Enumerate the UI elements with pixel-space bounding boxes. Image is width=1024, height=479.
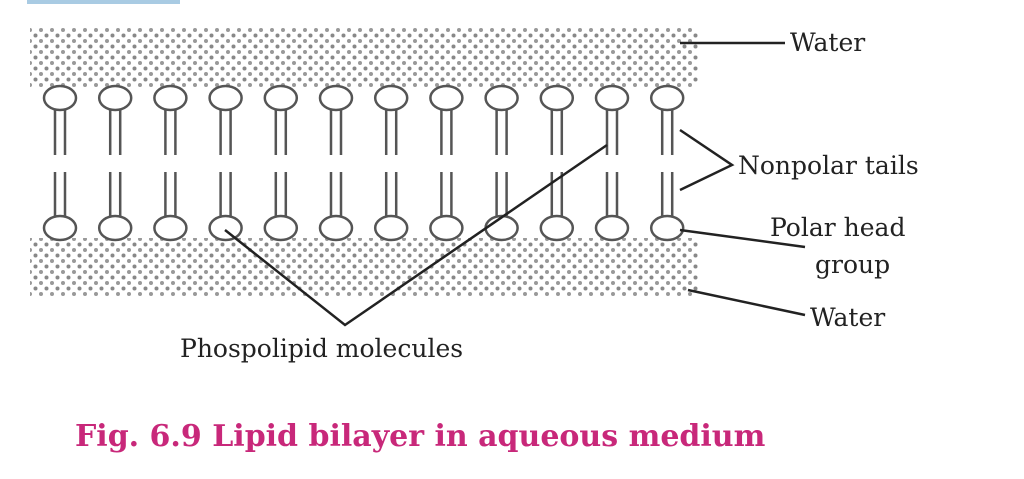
polar-head	[263, 84, 299, 112]
phospholipid-top	[208, 84, 243, 155]
polar-head	[318, 84, 354, 112]
polar-head	[429, 84, 464, 112]
water-bottom-leader	[687, 288, 806, 317]
polar-head	[97, 214, 133, 242]
polar-head	[594, 214, 630, 242]
phospholipid-top	[429, 84, 464, 155]
phospholipid-top	[97, 84, 133, 155]
polar-head	[649, 84, 685, 112]
water-bottom-region	[30, 238, 698, 296]
label-nonpolar-tails: Nonpolar tails	[738, 151, 919, 180]
phospholipid-top	[153, 84, 188, 155]
phospholipid-top	[594, 84, 630, 155]
phospholipid-molecules	[42, 84, 685, 242]
polar-head	[649, 214, 685, 242]
polar-head	[373, 84, 409, 112]
phospholipid-bottom	[484, 172, 519, 242]
polar-head	[484, 214, 519, 242]
polar-head	[97, 84, 133, 112]
label-water-bottom: Water	[810, 303, 885, 332]
phospholipid-bottom	[539, 172, 575, 242]
phospholipid-bottom	[429, 172, 464, 242]
phospholipid-top	[484, 84, 519, 155]
polar-head-leader	[679, 228, 806, 249]
phospholipid-top	[42, 84, 78, 155]
phospholipid-top	[539, 84, 575, 155]
phospholipid-bottom	[649, 172, 685, 242]
polar-head	[153, 214, 188, 242]
phospholipid-top	[263, 84, 299, 155]
phospholipid-bottom	[208, 172, 243, 242]
phospholipid-top	[318, 84, 354, 155]
phospholipid-bottom	[153, 172, 188, 242]
phospholipid-bottom	[373, 172, 409, 242]
phospholipid-top	[373, 84, 409, 155]
nonpolar-tails-bracket	[679, 128, 735, 192]
polar-head	[208, 214, 243, 242]
phospholipid-bottom	[318, 172, 354, 242]
top-bar	[27, 0, 180, 4]
label-polar-head-group: group	[815, 250, 890, 279]
phospholipid-leader	[224, 143, 608, 327]
polar-head	[429, 214, 464, 242]
phospholipid-bottom	[263, 172, 299, 242]
polar-head	[153, 84, 188, 112]
polar-head	[373, 214, 409, 242]
phospholipid-bottom	[42, 172, 78, 242]
polar-head	[208, 84, 243, 112]
polar-head	[539, 214, 575, 242]
polar-head	[318, 214, 354, 242]
label-polar-head: Polar head	[770, 213, 905, 242]
label-water-top: Water	[790, 28, 865, 57]
polar-head	[484, 84, 519, 112]
label-phospholipid-molecules: Phospolipid molecules	[180, 334, 463, 363]
phospholipid-bottom	[594, 172, 630, 242]
polar-head	[263, 214, 299, 242]
polar-head	[42, 214, 78, 242]
polar-head	[42, 84, 78, 112]
figure-caption: Fig. 6.9 Lipid bilayer in aqueous medium	[75, 419, 766, 454]
water-top-region	[30, 28, 698, 88]
phospholipid-top	[649, 84, 685, 155]
phospholipid-bottom	[97, 172, 133, 242]
polar-head	[594, 84, 630, 112]
polar-head	[539, 84, 575, 112]
leader-lines	[224, 41, 806, 327]
